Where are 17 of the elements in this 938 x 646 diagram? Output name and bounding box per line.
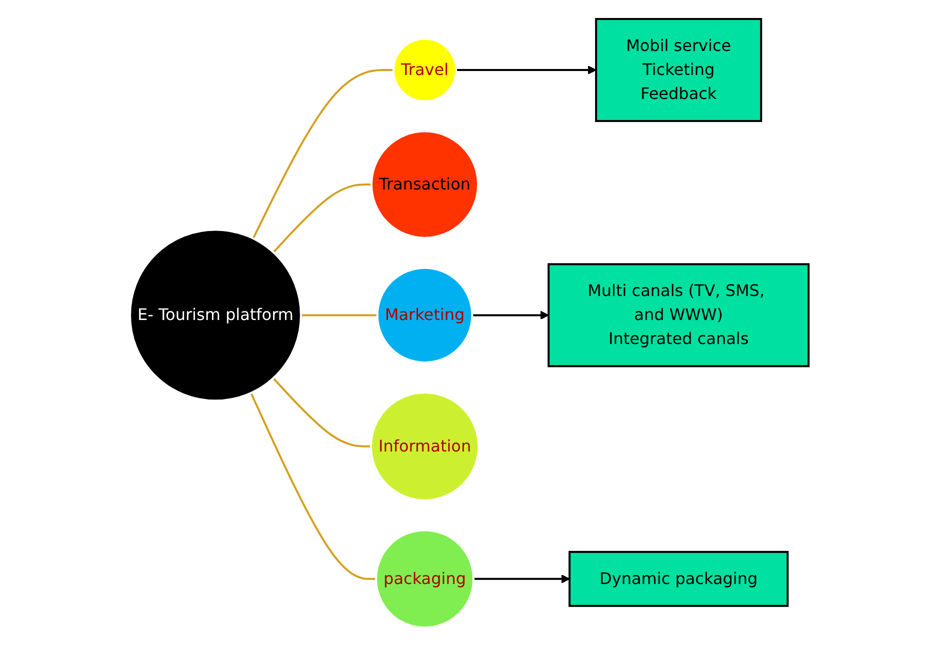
connector xyxy=(252,68,394,239)
node-box: Mobil service Ticketing Feedback xyxy=(594,18,762,122)
node-circle: Transaction xyxy=(370,130,479,238)
arrow xyxy=(456,65,596,74)
connector xyxy=(250,392,376,580)
connector xyxy=(300,314,378,316)
node-circle: Information xyxy=(370,391,480,501)
arrow xyxy=(473,574,570,583)
arrow xyxy=(472,310,549,320)
node-box: Multi canals (TV, SMS, and WWW) Integrated canals xyxy=(547,262,810,367)
node-circle: Travel xyxy=(392,37,457,102)
node-box: Dynamic packaging xyxy=(568,550,788,607)
connector xyxy=(272,377,371,448)
node-circle: E- Tourism platform xyxy=(128,228,302,402)
node-circle: packaging xyxy=(374,528,474,628)
connector xyxy=(272,183,372,253)
node-circle: Marketing xyxy=(376,266,473,364)
